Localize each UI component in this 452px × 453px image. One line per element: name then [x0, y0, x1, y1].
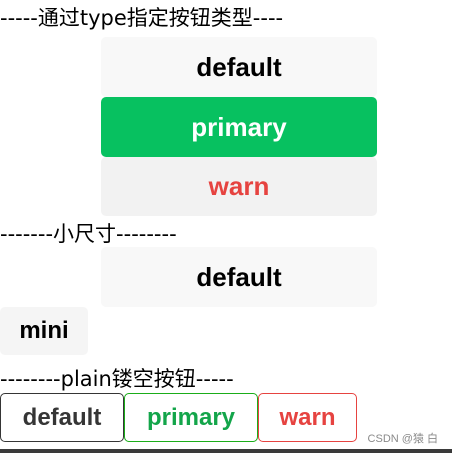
watermark: CSDN @猿 白 — [367, 433, 438, 445]
mini-button[interactable]: mini — [0, 307, 88, 355]
plain-default-button[interactable]: default — [0, 393, 124, 442]
bottom-bar — [0, 449, 452, 453]
section-heading-plain-buttons: --------plain镂空按钮----- — [0, 367, 234, 391]
plain-warn-button[interactable]: warn — [258, 393, 357, 442]
plain-primary-button[interactable]: primary — [124, 393, 258, 442]
default-button[interactable]: default — [101, 37, 377, 97]
section-heading-small-size: -------小尺寸-------- — [0, 222, 177, 246]
primary-button[interactable]: primary — [101, 97, 377, 157]
default-button-small-section[interactable]: default — [101, 247, 377, 307]
warn-button[interactable]: warn — [101, 157, 377, 216]
section-heading-button-types: -----通过type指定按钮类型---- — [0, 6, 284, 30]
